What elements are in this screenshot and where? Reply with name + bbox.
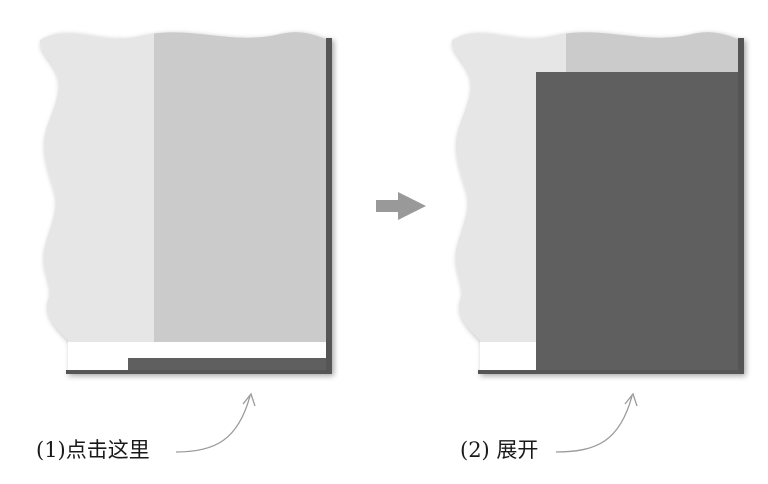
right-column	[154, 32, 330, 373]
transition-arrow-shape	[376, 192, 426, 220]
page-bottom-edge-2	[478, 370, 744, 374]
leader-arrowhead-right	[624, 392, 638, 407]
leader-arrowhead-left	[242, 392, 256, 407]
page-right-edge-2	[738, 38, 744, 372]
page-bottom-edge	[66, 370, 332, 374]
right-arrow-icon	[376, 192, 426, 220]
curved-pointer-arrow-icon	[555, 392, 638, 453]
leader-line-left	[175, 395, 251, 453]
leader-line-right	[555, 395, 633, 453]
step-1-caption: (1)点击这里	[36, 438, 150, 462]
curved-pointer-arrow-icon	[175, 392, 256, 453]
collapsed-page	[39, 32, 332, 374]
collapsed-bar[interactable]	[128, 358, 330, 372]
left-column	[39, 32, 156, 373]
expanded-page	[451, 32, 744, 374]
expanded-panel	[536, 72, 742, 372]
step-2-caption: (2) 展开	[460, 438, 539, 462]
page-right-edge	[326, 38, 332, 372]
